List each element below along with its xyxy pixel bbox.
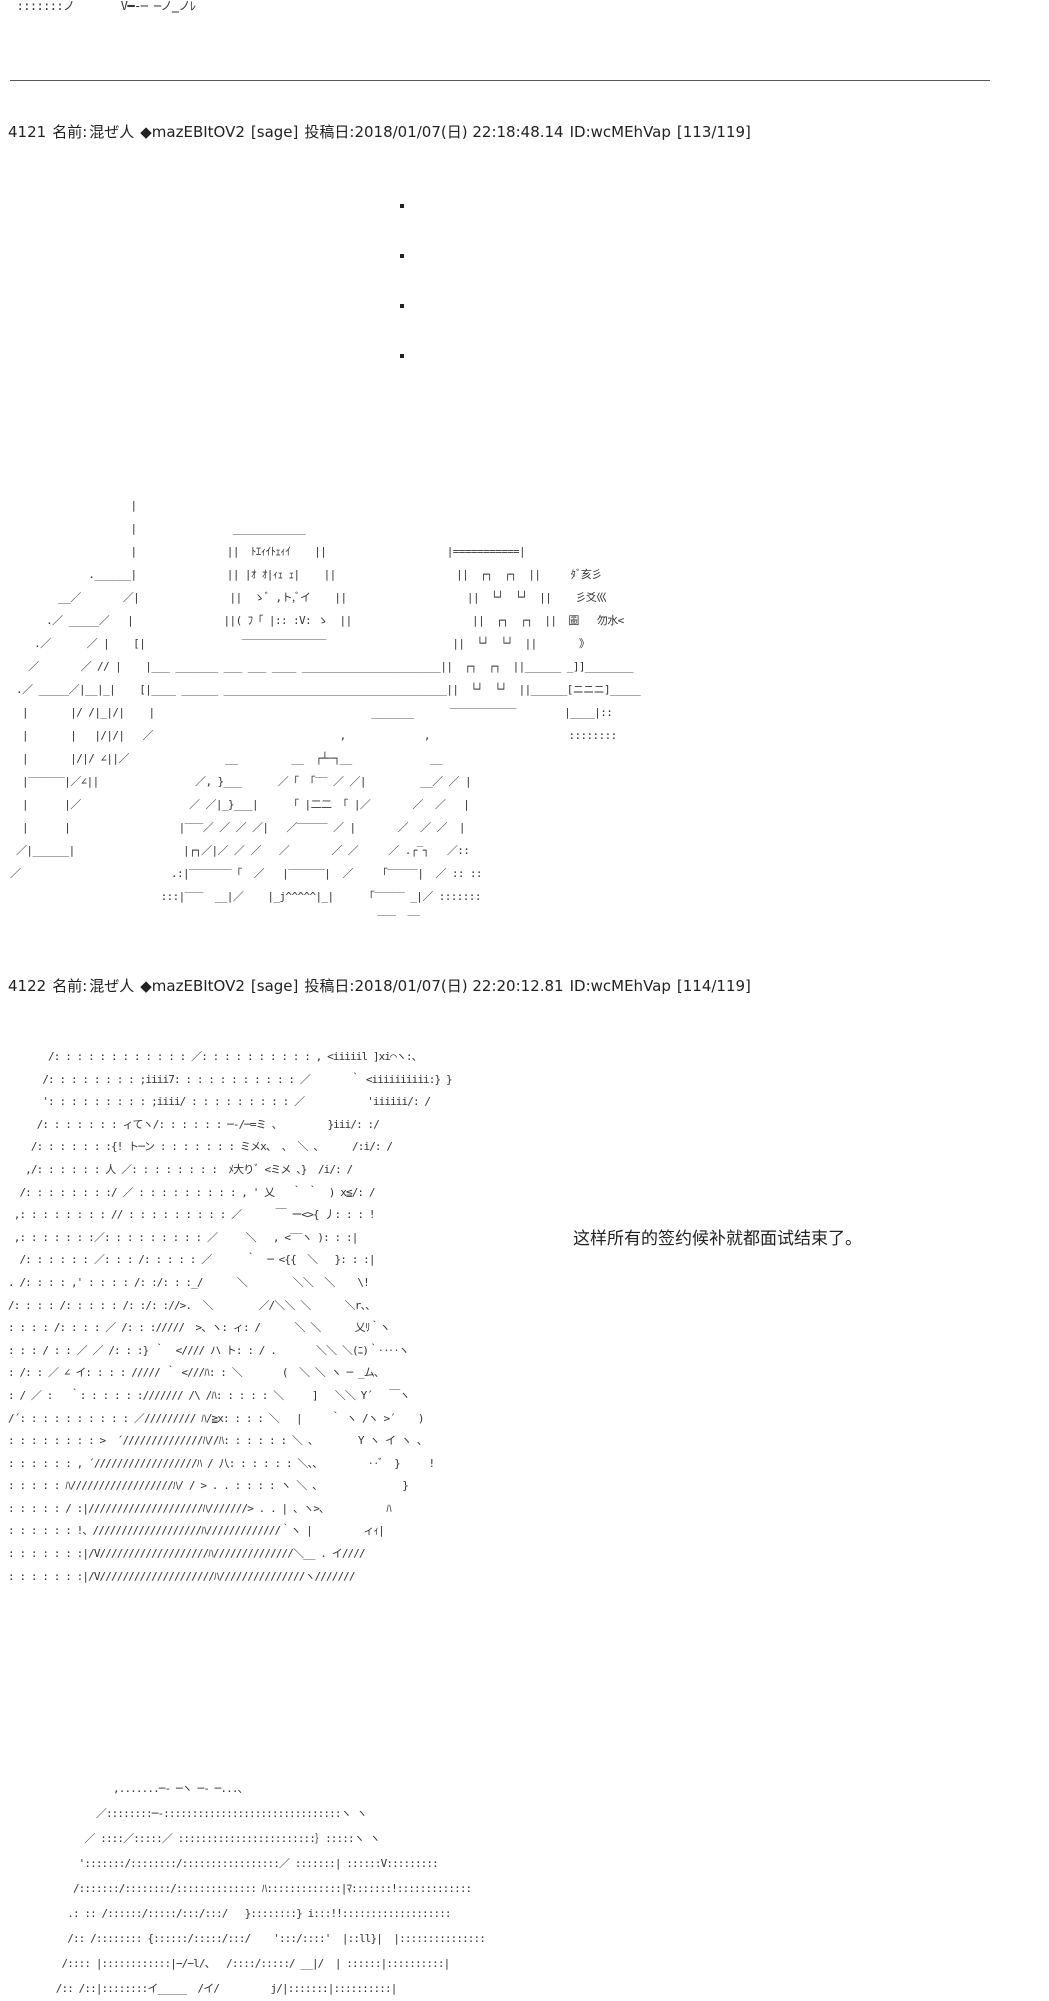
post-header-4122: 4122 名前:混ぜ人 ◆mazEBItOV2 [sage] 投稿日:2018/01/0…: [8, 976, 757, 996]
post-count: [114/119]: [676, 977, 751, 995]
top-ascii-art-fragment: :::::::ノ V━‐─ ─ノ‗ノﾚ: [10, 0, 196, 13]
poster-id[interactable]: ID:wcMEhVap: [569, 977, 671, 995]
post-number: 4122: [8, 977, 47, 995]
post-date: 2018/01/07(日) 22:18:48.14: [354, 123, 564, 141]
poster-id[interactable]: ID:wcMEhVap: [569, 123, 671, 141]
ellipsis-dot: [400, 354, 404, 358]
ellipsis-dot: [400, 204, 404, 208]
poster-name[interactable]: 混ぜ人: [89, 977, 135, 995]
poster-mail[interactable]: [sage]: [250, 123, 299, 141]
poster-trip: ◆mazEBItOV2: [140, 123, 245, 141]
post-number: 4121: [8, 123, 47, 141]
post-date: 2018/01/07(日) 22:20:12.81: [354, 977, 564, 995]
post-caption: 这样所有的签约候补就都面试结束了。: [573, 1229, 862, 1249]
character-ascii-art: /: : : : : : : : : : : : ／: : : : : : : …: [8, 1050, 453, 1583]
poster-name[interactable]: 混ぜ人: [89, 123, 135, 141]
date-label: 投稿日:: [304, 123, 355, 141]
ascii-divider-line: [10, 80, 990, 81]
name-label: 名前:: [52, 977, 88, 995]
name-label: 名前:: [52, 123, 88, 141]
ellipsis-dot: [400, 254, 404, 258]
poster-trip: ◆mazEBItOV2: [140, 977, 245, 995]
post-header-4121: 4121 名前:混ぜ人 ◆mazEBItOV2 [sage] 投稿日:2018/01/0…: [8, 122, 757, 142]
bottom-ascii-art: ,.......─‐ ─ヽ ─‐ ─...、 ／::::::::─‐::::::…: [55, 1782, 486, 1995]
poster-mail[interactable]: [sage]: [250, 977, 299, 995]
scene-ascii-art: | | ____________ | || ﾄｴｨｲﾄｪｨｲ || |=====…: [10, 499, 641, 926]
ellipsis-dot: [400, 304, 404, 308]
post-count: [113/119]: [676, 123, 751, 141]
date-label: 投稿日:: [304, 977, 355, 995]
